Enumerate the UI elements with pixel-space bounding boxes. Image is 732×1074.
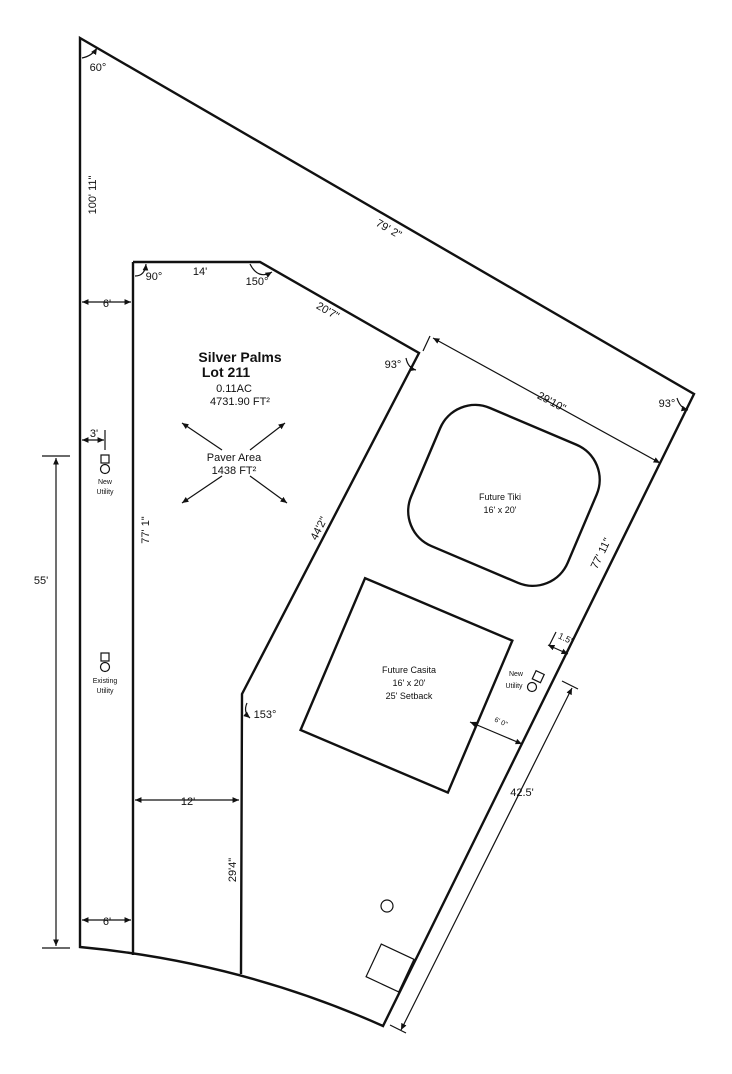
- dim-6-0-arrow: [469, 721, 523, 745]
- lot-number: Lot 211: [202, 364, 250, 380]
- lot-boundary: [78, 35, 696, 1028]
- new-utility-east-line2: Utility: [505, 683, 523, 690]
- angle-arc-paver-nw: [134, 263, 149, 277]
- angle-arc-lot-east: [676, 397, 689, 412]
- east-utility-square-icon: [531, 669, 546, 684]
- lot-area: 4731.90 FT²: [210, 396, 270, 408]
- dim-29-10-tick-a: [422, 335, 431, 352]
- new-utility-circle-icon: [99, 463, 111, 475]
- casita-setback: 25' Setback: [386, 691, 433, 701]
- dim-1-5-arrow: [547, 644, 569, 655]
- dim-6-0-label: 6' 0": [493, 717, 509, 729]
- dim-55-label: 55': [34, 575, 48, 587]
- lot-acreage: 0.11AC: [216, 383, 252, 395]
- paver-label: Paver Area: [207, 452, 262, 464]
- dim-29-10-arrow: [432, 337, 661, 464]
- dim-42-5-arrow: [400, 687, 573, 1031]
- dim-42-5-tick-bottom: [389, 1024, 407, 1034]
- paver-arrow-ne: [249, 422, 286, 451]
- existing-utility-circle-icon: [99, 661, 111, 673]
- paver-arrow-nw: [181, 422, 223, 451]
- new-utility-west-line1: New: [98, 479, 113, 486]
- tiki-name: Future Tiki: [479, 492, 521, 502]
- new-utility-west-line2: Utility: [96, 489, 114, 496]
- lot-name: Silver Palms: [198, 349, 281, 365]
- dim-1-5-tick: [548, 631, 557, 647]
- tiki-size: 16' x 20': [484, 505, 517, 515]
- angle-top-label: 60°: [90, 62, 107, 74]
- existing-utility-line2: Utility: [96, 688, 114, 695]
- angle-lot-east-label: 93°: [659, 398, 676, 410]
- existing-utility-line1: Existing: [93, 678, 118, 685]
- new-utility-square-icon: [100, 454, 110, 464]
- angle-arc-paver-sw: [243, 702, 251, 719]
- dim-29-10-label: 29'10": [535, 390, 568, 415]
- casita-name: Future Casita: [382, 665, 436, 675]
- dim-paver-bottom-label: 29'4": [227, 858, 239, 882]
- angle-paver-ne-label: 150°: [246, 276, 269, 288]
- dim-6-top-label: 6': [103, 298, 111, 310]
- dim-6-bottom-label: 6': [103, 916, 111, 928]
- angle-arc-paver-diag: [405, 357, 417, 372]
- casita-size: 16' x 20': [393, 678, 426, 688]
- angle-paver-diag-label: 93°: [385, 359, 402, 371]
- dim-west-side-label: 100' 11": [87, 175, 99, 214]
- bottom-circle-marker: [380, 899, 394, 913]
- angle-paver-sw-label: 153°: [254, 709, 277, 721]
- existing-utility-square-icon: [100, 652, 110, 662]
- dim-paver-west-label: 77' 1": [140, 516, 152, 544]
- paver-outline: [133, 260, 421, 975]
- dim-paver-diag-label: 20'7": [314, 300, 341, 323]
- dim-3-label: 3': [90, 428, 98, 440]
- angle-paver-nw-label: 90°: [146, 271, 163, 283]
- paver-arrow-sw: [181, 475, 223, 504]
- angle-arc-top: [81, 47, 98, 59]
- new-utility-east-line1: New: [509, 671, 524, 678]
- east-utility-circle-icon: [526, 681, 538, 693]
- dim-42-5-tick-top: [561, 680, 579, 690]
- dim-north-east-label: 79' 2": [374, 217, 404, 241]
- dim-12-label: 12': [181, 796, 195, 808]
- paver-area: 1438 FT²: [212, 465, 257, 477]
- paver-arrow-se: [249, 475, 288, 504]
- bottom-square-marker: [365, 943, 415, 993]
- angle-arc-paver-ne: [249, 263, 273, 278]
- dim-paver-top-label: 14': [193, 266, 207, 278]
- dim-42-5-label: 42.5': [510, 787, 534, 799]
